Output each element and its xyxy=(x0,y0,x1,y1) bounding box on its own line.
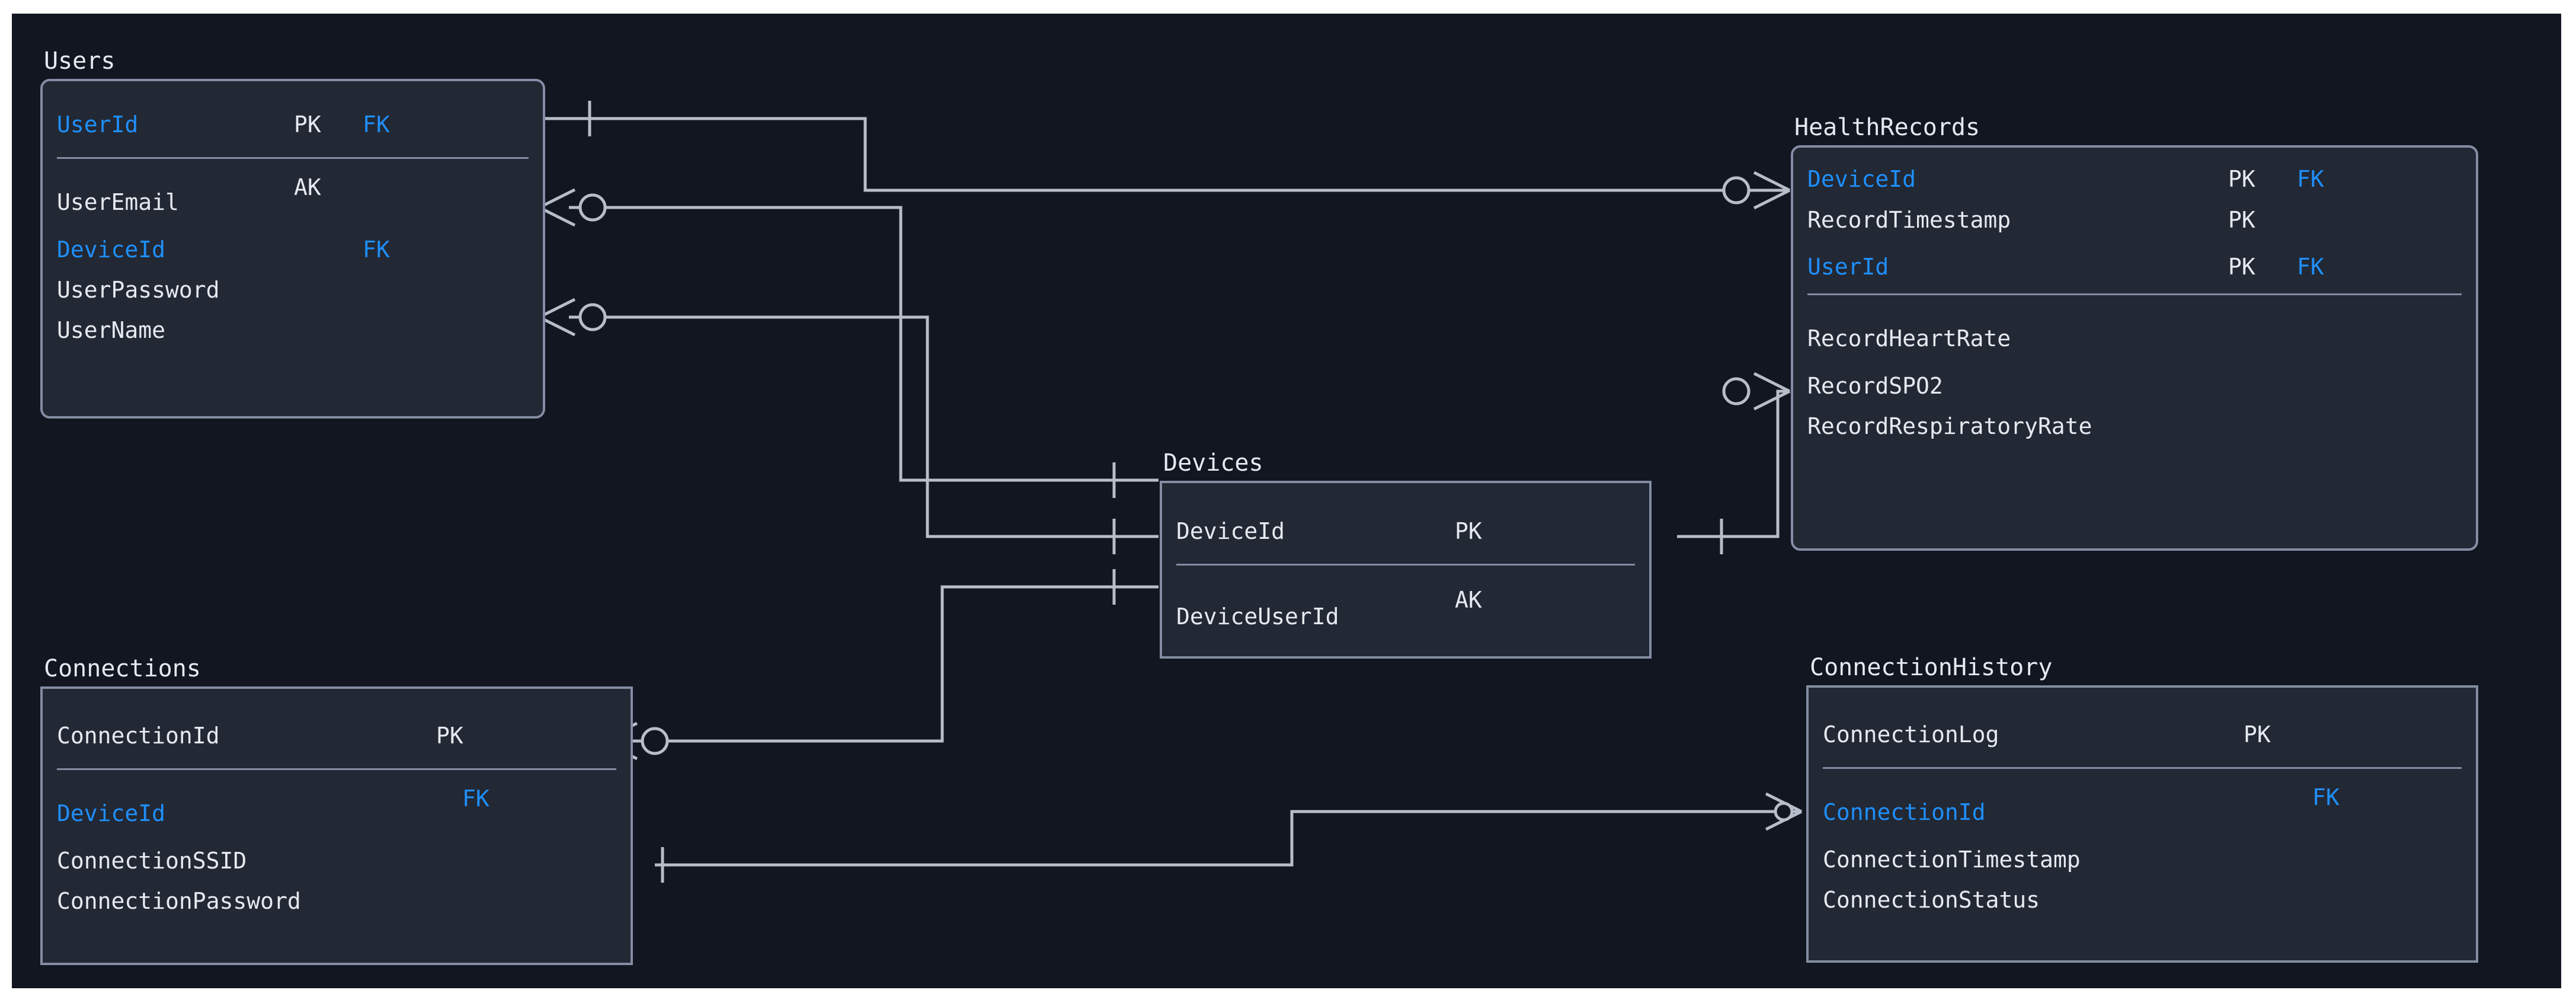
fk-badge: FK xyxy=(2312,784,2340,810)
fk-badge: FK xyxy=(462,785,489,812)
crows-foot-marker xyxy=(1722,372,1791,411)
pk-badge: PK xyxy=(436,723,463,749)
column-name: DeviceId xyxy=(57,237,166,263)
crows-foot-marker xyxy=(538,188,607,227)
diagram-canvas: Users UserId PK FK UserEmail AK DeviceId… xyxy=(12,14,2561,988)
entity-box-connections xyxy=(40,686,633,965)
table-row[interactable]: ConnectionTimestamp xyxy=(1823,839,2462,880)
pk-badge: PK xyxy=(1455,518,1482,544)
crows-foot-marker xyxy=(538,298,607,337)
entity-box-users xyxy=(40,79,545,419)
pk-badge: PK xyxy=(2244,721,2271,748)
table-row[interactable]: UserPassword xyxy=(57,270,529,310)
column-name: ConnectionLog xyxy=(1823,721,1999,748)
entity-divider xyxy=(1176,564,1635,566)
column-name: UserPassword xyxy=(57,277,220,303)
edge-connections-devices xyxy=(600,569,1159,761)
entity-divider xyxy=(57,157,529,159)
table-row[interactable]: DeviceId PK xyxy=(1176,481,1635,564)
table-row[interactable]: DeviceUserId AK xyxy=(1176,566,1635,646)
column-name: ConnectionPassword xyxy=(57,888,301,914)
column-name: ConnectionStatus xyxy=(1823,887,2040,913)
column-name: RecordTimestamp xyxy=(1807,207,2011,233)
ak-badge: AK xyxy=(294,174,321,200)
entity-rows-users: UserId PK FK UserEmail AK DeviceId FK Us… xyxy=(40,79,545,419)
entity-divider xyxy=(1823,767,2462,769)
table-row[interactable]: DeviceId FK xyxy=(57,229,529,270)
ak-badge: AK xyxy=(1455,587,1482,613)
entity-devices[interactable]: Devices DeviceId PK DeviceUserId AK xyxy=(1160,449,1652,659)
table-row[interactable]: UserName xyxy=(57,310,529,350)
column-name: UserId xyxy=(57,111,139,138)
table-row[interactable]: RecordTimestamp PK xyxy=(1807,200,2462,240)
table-row[interactable]: UserEmail AK xyxy=(57,159,529,229)
column-name: DeviceId xyxy=(1176,518,1285,544)
crows-foot-marker xyxy=(1722,171,1791,210)
entity-rows-connections: ConnectionId PK DeviceId FK ConnectionSS… xyxy=(40,686,633,965)
entity-divider xyxy=(57,768,616,770)
column-name: RecordRespiratoryRate xyxy=(1807,413,2092,439)
entity-title-healthrecords: HealthRecords xyxy=(1794,114,1980,141)
column-name: DeviceUserId xyxy=(1176,603,1339,630)
column-name: ConnectionSSID xyxy=(57,848,247,874)
pk-badge: PK xyxy=(2228,207,2255,233)
column-name: UserEmail xyxy=(57,189,179,215)
column-name: RecordSPO2 xyxy=(1807,373,1943,399)
table-row[interactable]: ConnectionId PK xyxy=(57,686,616,768)
column-name: UserId xyxy=(1807,254,1889,280)
table-row[interactable]: RecordHeartRate xyxy=(1807,295,2462,366)
entity-healthrecords[interactable]: HealthRecords DeviceId PK FK RecordTimes… xyxy=(1791,114,2478,551)
table-row[interactable]: RecordRespiratoryRate xyxy=(1807,406,2462,446)
table-row[interactable]: DeviceId PK FK xyxy=(1807,145,2462,200)
edge-connections-connectionhistory xyxy=(655,792,1803,883)
pk-badge: PK xyxy=(294,111,321,138)
entity-rows-devices: DeviceId PK DeviceUserId AK xyxy=(1160,481,1652,659)
entity-connections[interactable]: Connections ConnectionId PK DeviceId FK … xyxy=(40,655,633,965)
entity-box-connectionhistory xyxy=(1806,685,2478,963)
table-row[interactable]: RecordSPO2 xyxy=(1807,366,2462,406)
entity-rows-healthrecords: DeviceId PK FK RecordTimestamp PK UserId… xyxy=(1791,145,2478,551)
entity-title-users: Users xyxy=(44,47,116,75)
table-row[interactable]: ConnectionSSID xyxy=(57,841,616,881)
entity-box-healthrecords xyxy=(1791,145,2478,551)
column-name: ConnectionId xyxy=(57,723,220,749)
table-row[interactable]: ConnectionPassword xyxy=(57,881,616,921)
table-row[interactable]: DeviceId FK xyxy=(57,770,616,841)
fk-badge: FK xyxy=(2297,254,2324,280)
column-name: DeviceId xyxy=(57,800,166,826)
table-row[interactable]: UserId PK FK xyxy=(57,79,529,157)
fk-badge: FK xyxy=(363,237,390,263)
fk-badge: FK xyxy=(2297,166,2324,192)
entity-connectionhistory[interactable]: ConnectionHistory ConnectionLog PK Conne… xyxy=(1806,654,2478,963)
column-name: ConnectionId xyxy=(1823,799,1986,825)
column-name: DeviceId xyxy=(1807,166,1916,192)
table-row[interactable]: UserId PK FK xyxy=(1807,240,2462,293)
entity-box-devices xyxy=(1160,481,1652,659)
pk-badge: PK xyxy=(2228,254,2255,280)
edge-users-healthrecords xyxy=(545,101,1791,210)
entity-title-connectionhistory: ConnectionHistory xyxy=(1810,654,2053,681)
table-row[interactable]: ConnectionId FK xyxy=(1823,769,2462,839)
fk-badge: FK xyxy=(363,111,390,138)
table-row[interactable]: ConnectionLog PK xyxy=(1823,685,2462,767)
crows-foot-marker xyxy=(1765,792,1803,831)
pk-badge: PK xyxy=(2228,166,2255,192)
edge-devices-healthrecords xyxy=(1677,372,1791,554)
entity-users[interactable]: Users UserId PK FK UserEmail AK DeviceId… xyxy=(40,47,545,419)
column-name: RecordHeartRate xyxy=(1807,325,2011,352)
entity-title-connections: Connections xyxy=(44,655,201,682)
entity-divider xyxy=(1807,293,2462,295)
edge-users-devices-2 xyxy=(538,298,1159,554)
edge-users-devices-1 xyxy=(538,188,1159,498)
table-row[interactable]: ConnectionStatus xyxy=(1823,880,2462,920)
column-name: ConnectionTimestamp xyxy=(1823,847,2081,873)
entity-rows-connectionhistory: ConnectionLog PK ConnectionId FK Connect… xyxy=(1806,685,2478,963)
entity-title-devices: Devices xyxy=(1163,449,1263,477)
column-name: UserName xyxy=(57,317,166,343)
